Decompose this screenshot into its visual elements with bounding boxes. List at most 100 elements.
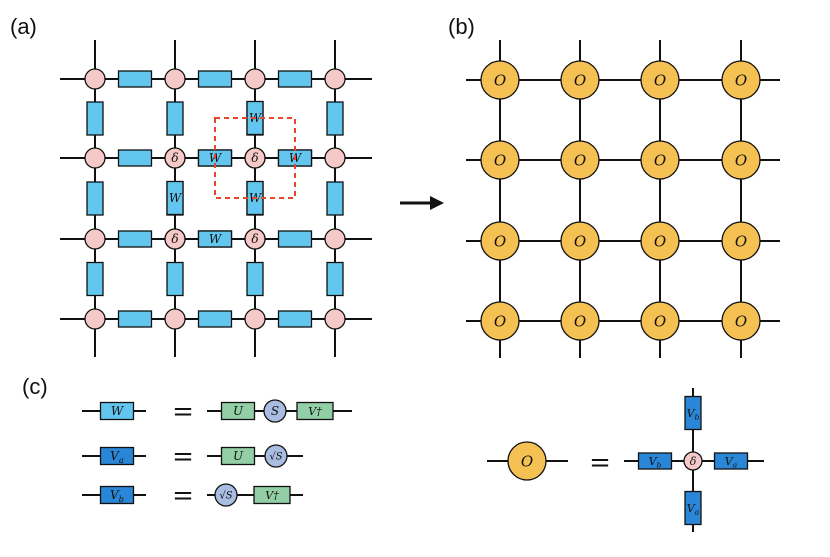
tensor-label: O — [494, 312, 506, 330]
tensor-label: δ — [251, 232, 258, 246]
delta-node — [244, 147, 266, 169]
va-tensor — [713, 452, 749, 470]
tensor-label: Va — [110, 449, 124, 465]
lattice-node — [84, 228, 106, 250]
tensor-label: Va — [687, 502, 700, 517]
tensor-label: O — [521, 452, 533, 470]
bond-tensor-horizontal — [277, 230, 313, 248]
vb-tensor — [637, 452, 673, 470]
lattice-node — [324, 147, 346, 169]
tensor-label: O — [494, 71, 506, 89]
o-tensor — [640, 140, 680, 180]
tensor-label: O — [735, 71, 747, 89]
tensor-label: Vb — [687, 407, 700, 422]
tensor-label: O — [654, 71, 666, 89]
lattice-node — [244, 68, 266, 90]
tensor-label: O — [735, 151, 747, 169]
bond-tensor-horizontal — [277, 70, 313, 88]
lattice-node — [244, 308, 266, 330]
delta-node — [683, 451, 703, 471]
tensor-label: O — [574, 71, 586, 89]
tensor-label: O — [494, 232, 506, 250]
o-tensor — [480, 60, 520, 100]
bond-tensor-vertical — [86, 101, 104, 136]
bond-tensor-vertical — [166, 101, 184, 136]
tensor-label: O — [654, 312, 666, 330]
tensor-label: U — [233, 449, 244, 463]
o-tensor — [560, 60, 600, 100]
tensor-label: O — [735, 312, 747, 330]
bond-tensor-horizontal — [197, 310, 233, 328]
va-tensor — [684, 490, 702, 526]
vb-tensor — [684, 395, 702, 431]
tensor-label: U — [233, 404, 244, 418]
panel-label-a: (a) — [10, 14, 37, 39]
panel-label-c: (c) — [22, 374, 48, 399]
panel-label-b: (b) — [448, 14, 475, 39]
w-tensor — [166, 180, 184, 216]
u-tensor — [220, 446, 256, 466]
tensor-label: δ — [690, 455, 697, 468]
tensor-label: √S — [219, 491, 232, 502]
tensor-label: S — [271, 404, 279, 418]
bond-tensor-vertical — [326, 181, 344, 216]
tensor-label: V† — [308, 405, 322, 418]
sqrt-s-tensor — [264, 444, 288, 468]
tensor-label: O — [574, 312, 586, 330]
lattice-node — [324, 68, 346, 90]
u-tensor — [220, 401, 256, 421]
o-tensor — [560, 140, 600, 180]
equals-sign: = — [589, 448, 611, 478]
tensor-label: δ — [171, 232, 178, 246]
tensor-label: W — [169, 191, 183, 205]
lattice-node — [84, 68, 106, 90]
bond-tensor-horizontal — [277, 310, 313, 328]
lattice-node — [164, 68, 186, 90]
o-tensor — [480, 221, 520, 261]
bond-tensor-vertical — [86, 181, 104, 216]
w-tensor — [197, 230, 233, 248]
equals-sign: = — [172, 481, 194, 511]
equals-sign: = — [172, 397, 194, 427]
tensor-label: W — [209, 232, 223, 246]
o-tensor — [480, 140, 520, 180]
o-tensor — [507, 441, 547, 481]
o-tensor — [721, 301, 761, 341]
tensor-label: Vb — [110, 488, 124, 504]
o-tensor — [721, 60, 761, 100]
transform-arrow — [400, 196, 444, 210]
tensor-label: V† — [265, 489, 279, 502]
tensor-label: O — [654, 232, 666, 250]
bond-tensor-horizontal — [197, 70, 233, 88]
highlight-box — [214, 117, 296, 199]
o-tensor — [560, 221, 600, 261]
v-dagger-tensor — [296, 401, 334, 421]
lattice-node — [84, 147, 106, 169]
bond-tensor-horizontal — [117, 310, 153, 328]
delta-node — [244, 228, 266, 250]
o-tensor — [640, 301, 680, 341]
lattice-node — [324, 308, 346, 330]
delta-node — [164, 147, 186, 169]
lattice-node — [324, 228, 346, 250]
bond-tensor-vertical — [246, 261, 264, 297]
o-tensor — [640, 60, 680, 100]
bond-tensor-vertical — [326, 101, 344, 136]
tensor-label: δ — [171, 151, 178, 165]
tensor-label: O — [735, 232, 747, 250]
delta-node — [164, 228, 186, 250]
tensor-label: W — [111, 404, 125, 418]
tensor-label: Vb — [649, 455, 662, 470]
bond-tensor-horizontal — [117, 230, 153, 248]
o-tensor — [480, 301, 520, 341]
bond-tensor-horizontal — [117, 149, 153, 167]
tensor-label: O — [494, 151, 506, 169]
bond-tensor-vertical — [326, 261, 344, 297]
va-tensor — [99, 446, 135, 466]
tensor-label: δ — [251, 151, 258, 165]
